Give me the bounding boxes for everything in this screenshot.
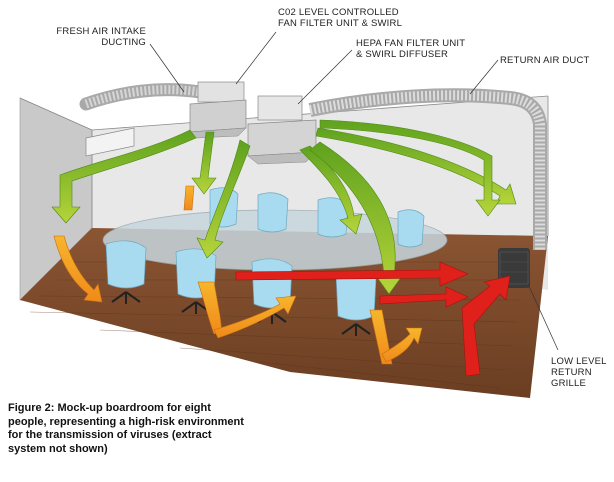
- fresh-air-intake-duct: [79, 83, 207, 111]
- callout-leader-lines: [149, 31, 559, 351]
- return-air-duct: [308, 88, 547, 250]
- orange-arrow-4: [213, 295, 297, 339]
- hepa-fan-filter-unit: [247, 95, 317, 165]
- return-grille-label: LOW LEVEL RETURN GRILLE: [551, 356, 607, 389]
- chair-back-3: [317, 197, 349, 238]
- green-arrow-7: [319, 119, 501, 217]
- green-arrow-3: [196, 139, 251, 259]
- supply-airflow-arrows: [51, 119, 517, 295]
- chair-front-1: [105, 240, 147, 289]
- co2-unit-label: C02 LEVEL CONTROLLED FAN FILTER UNIT & S…: [278, 7, 403, 29]
- orange-arrow-2: [183, 185, 195, 211]
- red-arrow-3: [461, 275, 511, 377]
- orange-arrow-1: [53, 235, 103, 303]
- figure-caption: Figure 2: Mock-up boardroom for eight pe…: [8, 402, 244, 455]
- orange-arrow-5: [369, 309, 393, 365]
- orange-arrow-3: [197, 281, 223, 335]
- green-arrow-1: [51, 129, 197, 224]
- chair-bases: [111, 291, 371, 336]
- chair-back-2: [257, 192, 289, 233]
- return-air-duct-label: RETURN AIR DUCT: [500, 55, 590, 66]
- chair-back-4: [397, 209, 425, 248]
- orange-arrow-6: [381, 327, 423, 363]
- co2-fan-filter-unit: [189, 81, 247, 139]
- room-airflow-arrows: [53, 185, 423, 365]
- red-arrow-1: [235, 261, 469, 287]
- red-arrow-2: [379, 286, 469, 308]
- fresh-air-intake-label: FRESH AIR INTAKE DUCTING: [56, 26, 146, 48]
- green-arrow-6: [315, 127, 517, 205]
- wall-air-conditioner: [85, 127, 135, 157]
- hepa-unit-label: HEPA FAN FILTER UNIT & SWIRL DIFFUSER: [356, 38, 466, 60]
- return-airflow-arrows: [235, 261, 511, 377]
- green-arrow-2: [191, 131, 217, 195]
